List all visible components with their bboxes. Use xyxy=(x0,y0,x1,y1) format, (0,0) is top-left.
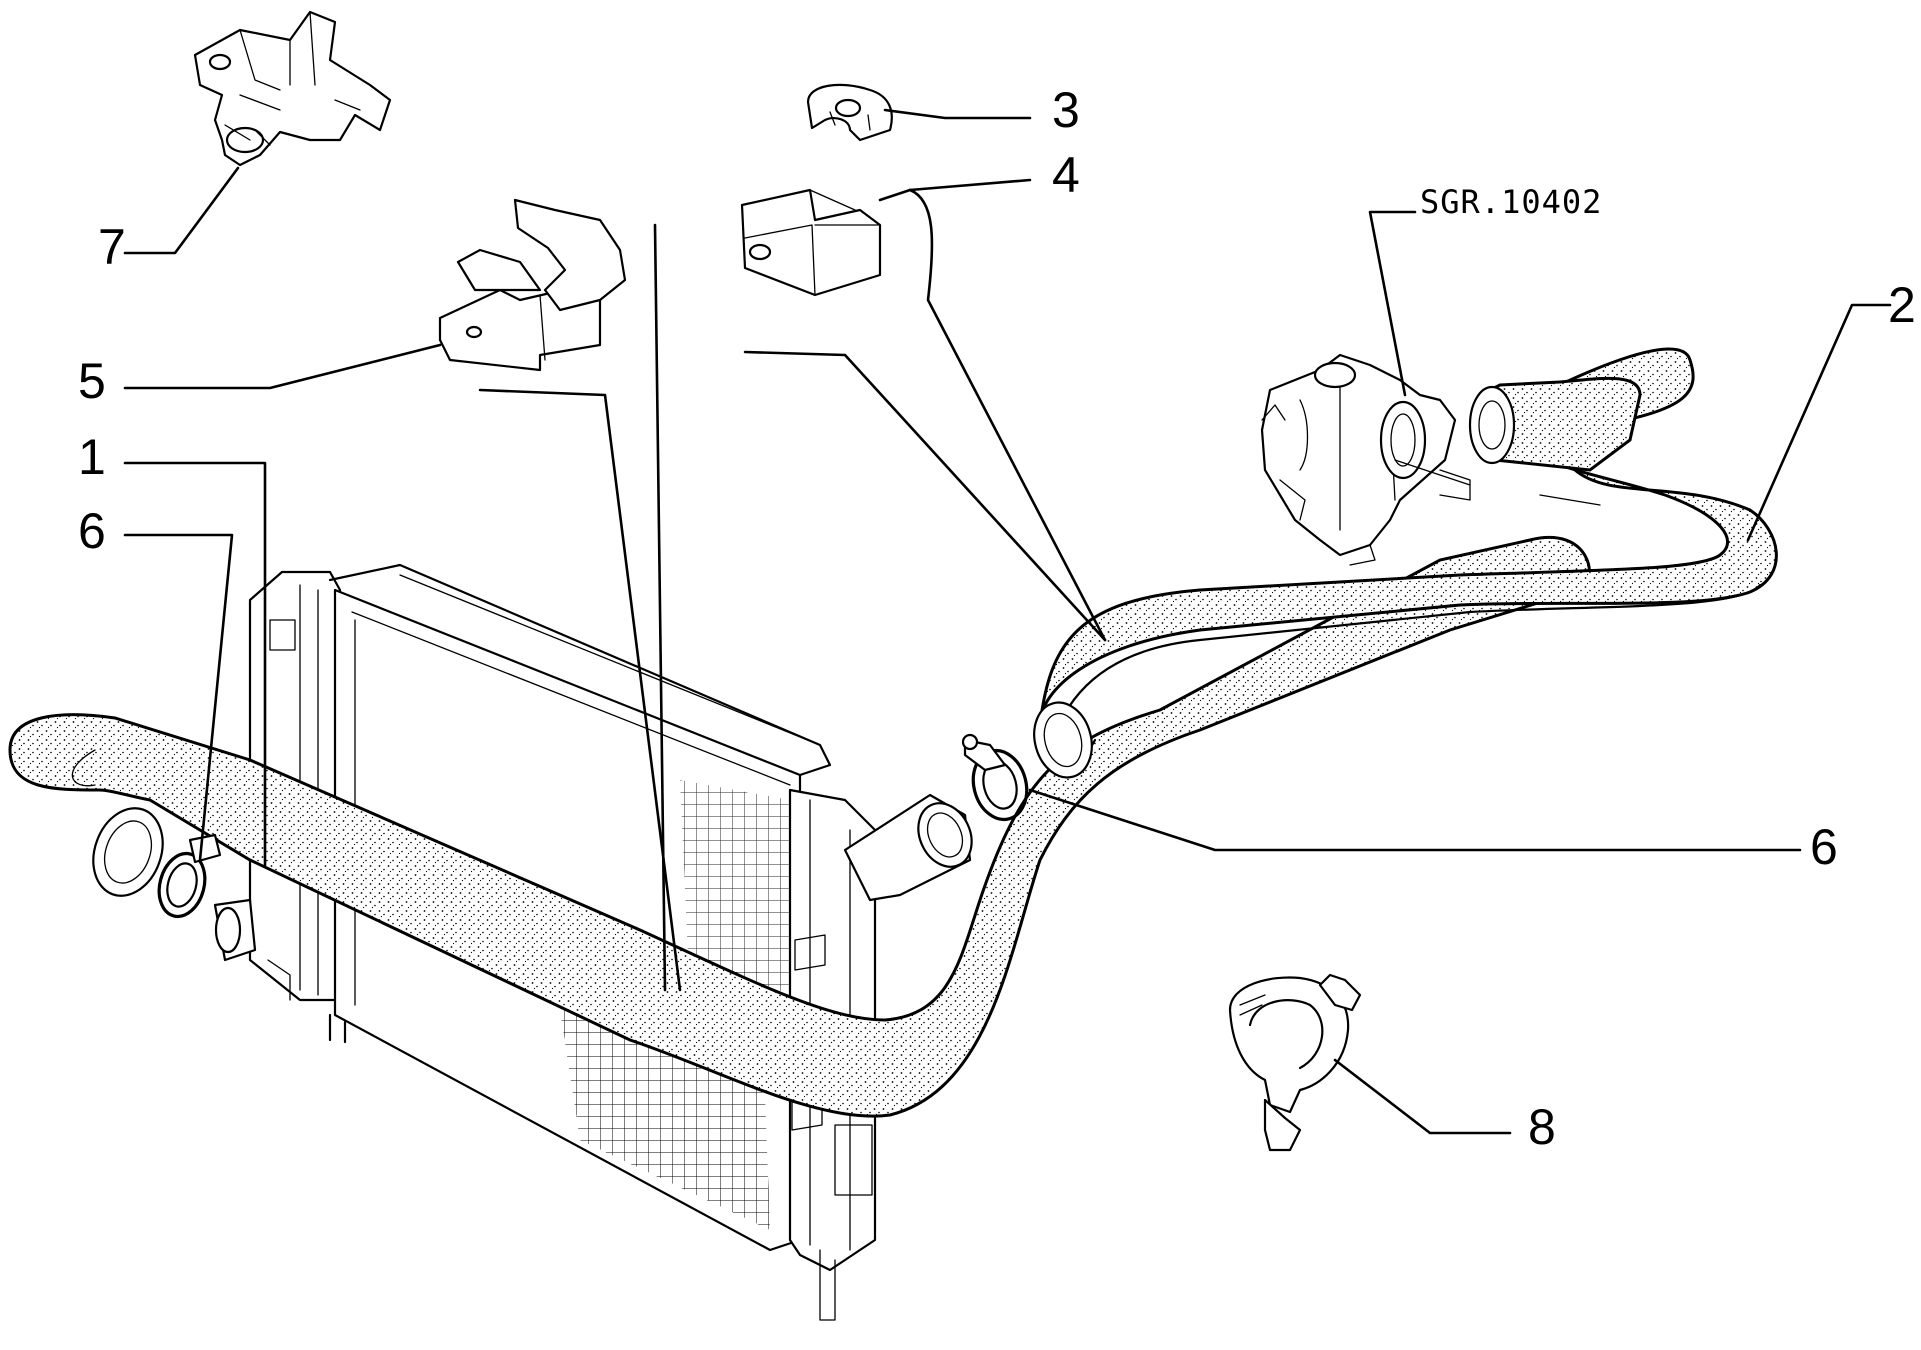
callout-3: 3 xyxy=(1052,82,1080,138)
leader-6-left xyxy=(123,533,234,862)
leader-4 xyxy=(878,178,1032,202)
leader-2 xyxy=(1746,303,1892,542)
part-5-bracket xyxy=(438,198,627,372)
reference-code: SGR.10402 xyxy=(1420,183,1603,221)
leader-5 xyxy=(123,343,442,390)
callout-7: 7 xyxy=(98,219,126,275)
callout-8: 8 xyxy=(1528,1099,1556,1155)
hose-clamp-left xyxy=(157,833,222,919)
callout-6-right: 6 xyxy=(1810,819,1838,875)
leader-8 xyxy=(1333,1058,1512,1135)
callout-5: 5 xyxy=(78,353,106,409)
leader-lines xyxy=(123,108,1892,1135)
callout-1: 1 xyxy=(78,429,106,485)
part-4-bracket xyxy=(740,188,882,297)
callout-2: 2 xyxy=(1888,277,1916,333)
callout-4: 4 xyxy=(1052,147,1080,203)
hose-clamp-right xyxy=(961,733,1029,822)
hose-upper xyxy=(1033,347,1778,779)
part-3-clip xyxy=(806,83,893,142)
radiator-fins-upper xyxy=(680,780,790,1000)
part-7-bracket xyxy=(193,10,392,167)
leader-3 xyxy=(883,108,1032,120)
part-8-clip xyxy=(1228,973,1362,1152)
leader-sgr xyxy=(1368,210,1417,397)
leader-1 xyxy=(123,461,267,867)
leader-7 xyxy=(123,166,240,255)
thermostat-housing xyxy=(1260,353,1601,566)
callout-6-left: 6 xyxy=(78,503,106,559)
leader-6-right xyxy=(1028,788,1802,852)
